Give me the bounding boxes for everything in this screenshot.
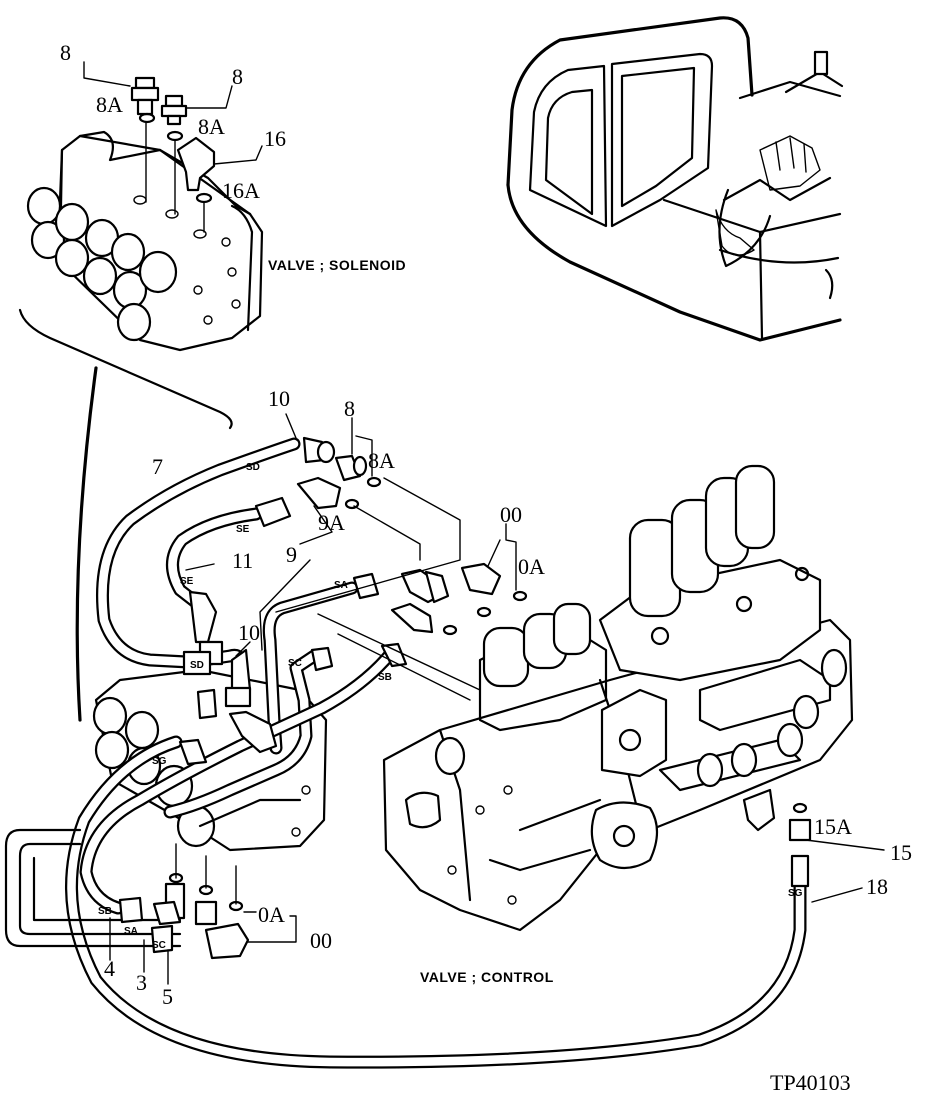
callout-0a-top: 0A: [518, 554, 545, 579]
hose-tag-sb-low: SB: [98, 906, 112, 917]
callout-0a-bottom: 0A: [258, 902, 285, 927]
caption-solenoid-valve: VALVE ; SOLENOID: [268, 257, 406, 273]
callout-5: 5: [162, 984, 173, 1009]
caption-control-valve: VALVE ; CONTROL: [420, 969, 554, 985]
hose-tag-sb-mid: SB: [378, 672, 392, 683]
hose-tag-sc-mid: SC: [288, 658, 302, 669]
hose-assemblies: [4, 366, 807, 1069]
hose-tag-sd-bottom: SD: [190, 660, 204, 671]
drawing-code: TP40103: [770, 1070, 851, 1095]
callout-15a: 15A: [814, 814, 852, 839]
hose-tag-sa-low: SA: [124, 926, 138, 937]
callout-16: 16: [264, 126, 286, 151]
callout-9a: 9A: [318, 510, 345, 535]
excavator-cab-illustration: [506, 16, 844, 342]
callout-11: 11: [232, 548, 253, 573]
callout-8-left: 8: [60, 40, 71, 65]
callout-8a-left: 8A: [96, 92, 123, 117]
callout-10-top: 10: [268, 386, 290, 411]
callout-00-top: 00: [500, 502, 522, 527]
callout-8a-right: 8A: [198, 114, 225, 139]
hose-fitting: [130, 76, 216, 192]
callout-labels: 8 8A 8 8A 16 16A 10 8 8A 7 9A 9 11 00 0A…: [60, 40, 912, 1009]
callout-4: 4: [104, 956, 115, 981]
callout-18: 18: [866, 874, 888, 899]
callout-16a: 16A: [222, 178, 260, 203]
hose-tags: SD SE SE SD SA SC SB SG SB SA SC SG: [98, 462, 803, 951]
hose-tag-se-top: SE: [236, 524, 250, 535]
callout-8-top: 8: [344, 396, 355, 421]
solenoid-valve-block: [18, 130, 264, 430]
callout-9: 9: [286, 542, 297, 567]
callout-15: 15: [890, 840, 912, 865]
leader-lines: [109, 413, 885, 985]
callout-10-mid: 10: [238, 620, 260, 645]
callout-7: 7: [152, 454, 163, 479]
hose-tag-sa-mid: SA: [334, 580, 348, 591]
hose-tag-sg-left: SG: [152, 756, 167, 767]
control-valve-block: [382, 464, 854, 932]
hose-tag-sg-right: SG: [788, 888, 803, 899]
hose-tag-sc-low: SC: [152, 940, 166, 951]
callout-3: 3: [136, 970, 147, 995]
callout-8-right: 8: [232, 64, 243, 89]
hose-tag-se-bottom: SE: [180, 576, 194, 587]
o-ring: [168, 476, 808, 912]
hose-tag-sd-top: SD: [246, 462, 260, 473]
callout-8a-top: 8A: [368, 448, 395, 473]
callout-00-bottom: 00: [310, 928, 332, 953]
